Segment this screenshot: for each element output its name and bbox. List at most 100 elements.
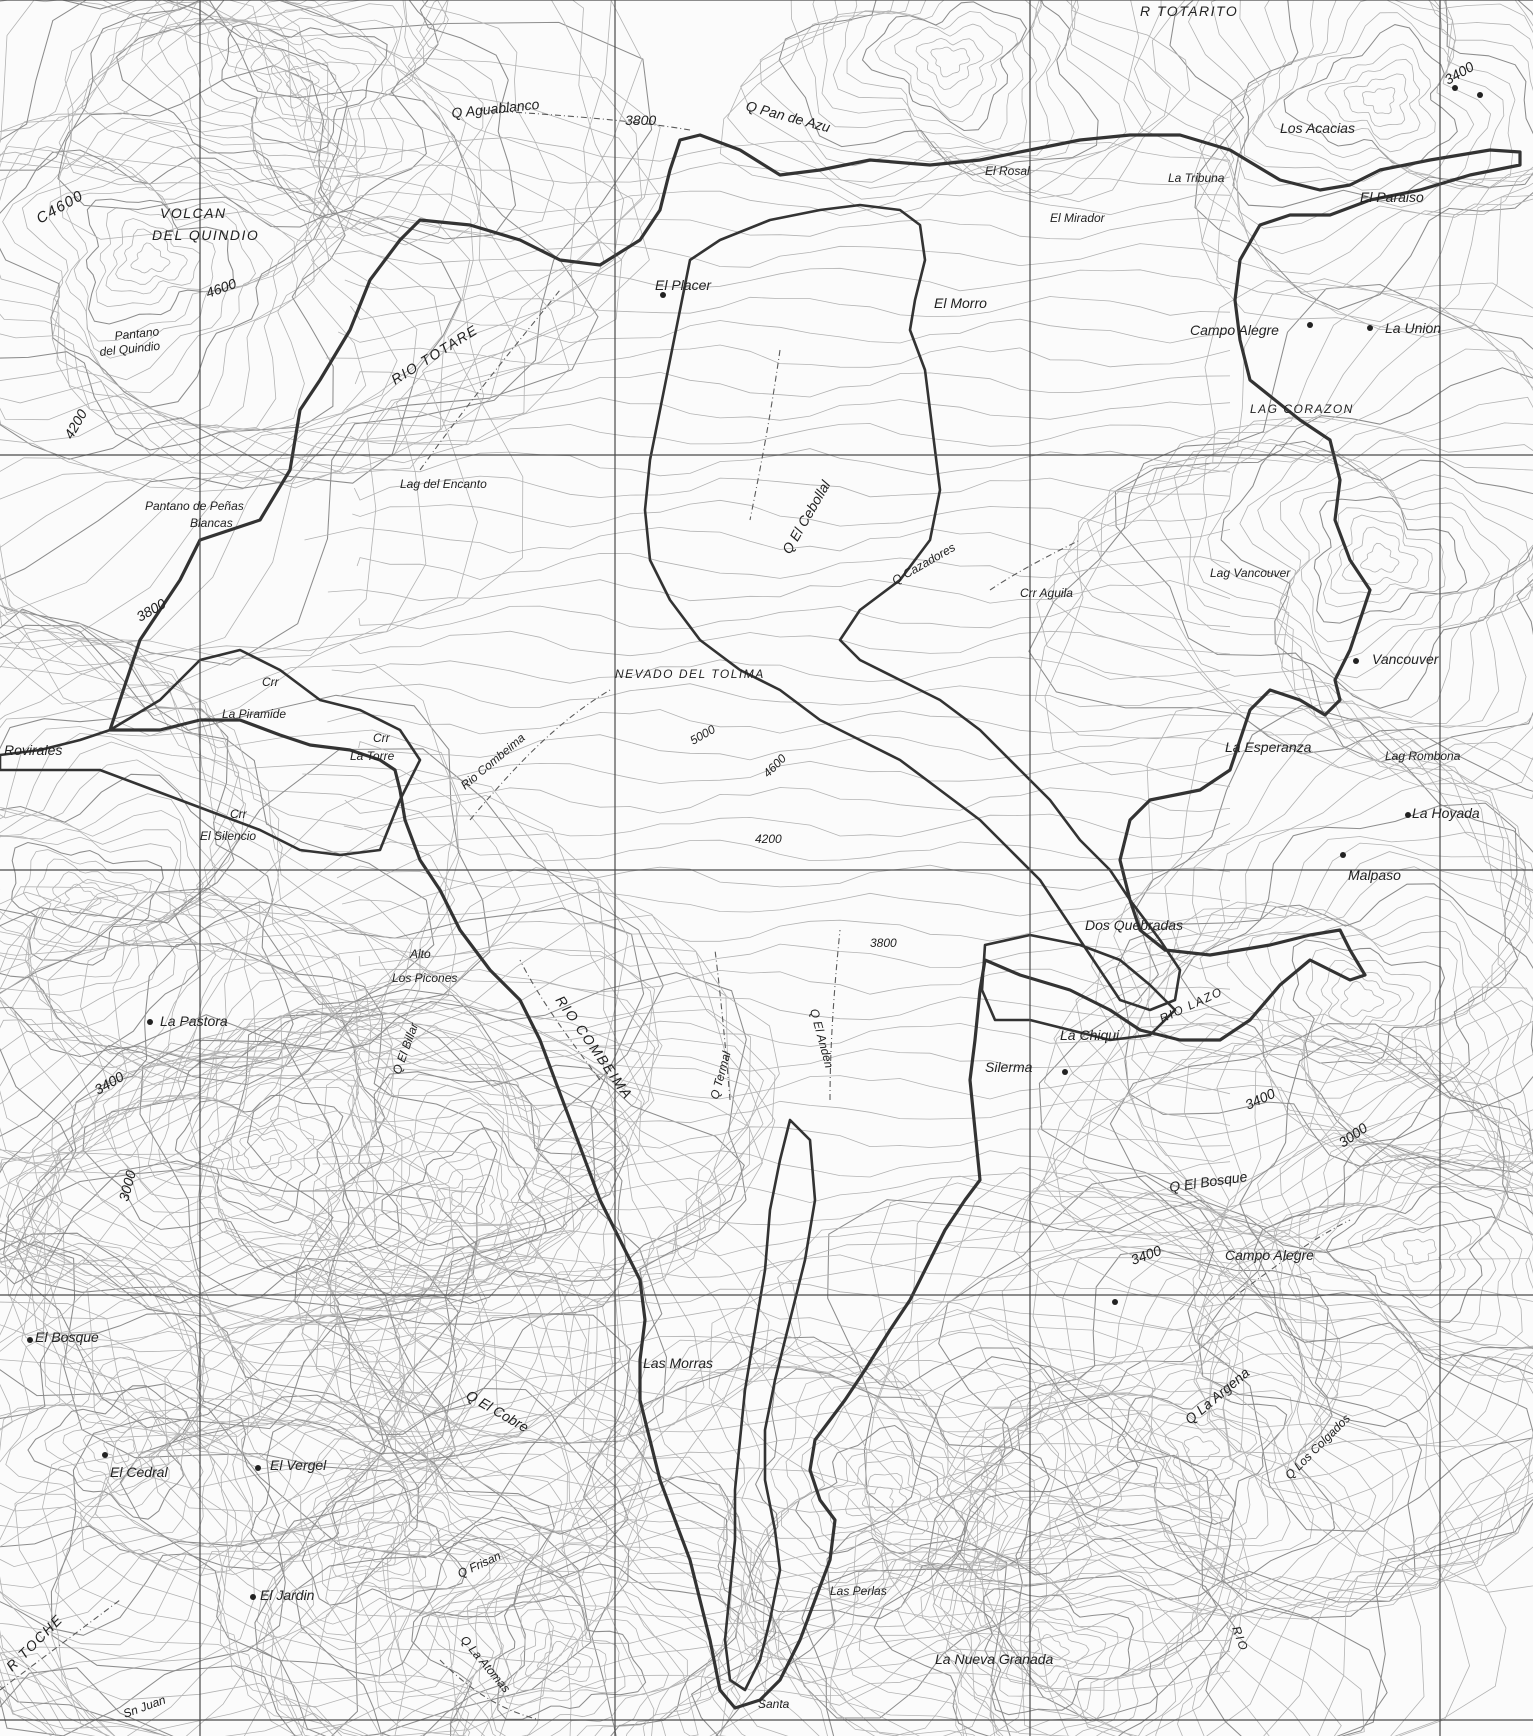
contour-line (751, 1407, 1311, 1736)
contour-line (1133, 0, 1533, 331)
contour-line (1017, 1311, 1336, 1584)
contour-line (960, 1256, 1410, 1609)
contour-line (0, 1014, 592, 1736)
contour-line (1044, 280, 1533, 780)
contour-line (0, 609, 521, 1264)
contour-line (57, 990, 428, 1289)
contour-line (0, 1293, 302, 1568)
contour-line (328, 995, 1231, 1021)
contour-line (0, 833, 645, 1513)
contour-line (652, 1340, 1122, 1706)
contour-line (57, 0, 517, 240)
contour-line (1052, 1007, 1533, 1579)
contour-line (1053, 738, 1533, 1195)
contour-line (781, 1409, 988, 1570)
contour-line (342, 891, 1231, 917)
contour-line (301, 839, 1231, 862)
contour-line (524, 1630, 593, 1683)
contour-line (1017, 1618, 1090, 1677)
contour-line (139, 972, 747, 1462)
contour-line (915, 37, 985, 91)
contour-line (49, 888, 776, 1512)
contour-line (1325, 1185, 1497, 1323)
contour-line (720, 1365, 1365, 1736)
contour-line (778, 1428, 1270, 1736)
contour-line (283, 1458, 491, 1625)
contour-line (830, 1500, 1232, 1736)
contour-line (741, 1365, 1060, 1636)
contour-line (351, 1566, 1231, 1591)
contour-line (0, 0, 599, 581)
contour-line (350, 294, 1231, 320)
contour-line (344, 787, 1231, 814)
label-el-vergel: El Vergel (270, 1457, 327, 1473)
contour-line (381, 1127, 547, 1261)
contour-line (628, 1336, 1140, 1719)
hatched-area-main (108, 133, 1522, 1710)
contour-line (302, 760, 1231, 788)
contour-line (0, 143, 332, 420)
label-los-acacias: Los Acacias (1280, 120, 1355, 136)
contour-line (748, 1368, 1050, 1619)
contour-line (11, 841, 164, 966)
contour-line (358, 1046, 1231, 1073)
contour-line (1199, 896, 1507, 1135)
contour-line (311, 1670, 1231, 1698)
label-pantano-quindio-1: Pantano (114, 324, 160, 343)
contour-line (0, 732, 250, 1072)
contour-line (352, 499, 1231, 528)
rivers (0, 109, 1351, 1721)
hatched-area-summit (643, 203, 1182, 1012)
contour-line (147, 1069, 360, 1242)
label-malpaso: Malpaso (1348, 867, 1401, 883)
contour-line (250, 1418, 555, 1677)
contour-line (828, 1455, 929, 1535)
contour-line (1298, 1162, 1511, 1343)
contour-line (980, 1279, 1377, 1600)
contour-line (894, 23, 1003, 109)
contour-line (1135, 842, 1532, 1173)
label-el-cedral: El Cedral (110, 1464, 168, 1480)
contour-line (801, 1454, 1242, 1736)
contour-line (1183, 1042, 1533, 1484)
contour-line (0, 769, 660, 1551)
contour-line (0, 640, 461, 1189)
label-r-totarito: R TOTARITO (1140, 3, 1238, 19)
contour-line (150, 1401, 608, 1736)
contour-line (574, 1297, 1156, 1736)
contour-line (6, 898, 607, 1401)
contour-line (327, 709, 1231, 735)
contour-line (536, 1640, 582, 1676)
contour-line (0, 0, 643, 660)
contour-line (356, 1644, 1231, 1671)
contour-line (1283, 24, 1458, 168)
contour-line (130, 242, 171, 274)
contour-line (1253, 1109, 1533, 1361)
contour-line (81, 0, 467, 237)
label-el-morro: El Morro (934, 295, 987, 311)
label-la-pastora: La Pastora (160, 1013, 228, 1029)
contour-line (1038, 704, 1533, 1229)
contour-line (314, 1175, 1231, 1204)
label-la-tribuna: La Tribuna (1168, 171, 1225, 185)
contour-line (141, 0, 425, 203)
contour-line (734, 1144, 1533, 1736)
label-la-chiqui: La Chiqui (1060, 1027, 1120, 1043)
contour-line (0, 878, 655, 1458)
contour-line (0, 0, 643, 737)
contour-line (1341, 526, 1419, 586)
contour-line (0, 43, 367, 465)
label-contour-3800-center: 3800 (870, 936, 897, 950)
contour-line (946, 1206, 1515, 1668)
contour-line (1114, 367, 1533, 763)
contour-line (1232, 0, 1533, 208)
contour-line (1109, 1023, 1533, 1532)
contour-line (234, 29, 377, 142)
contour-line (1322, 507, 1446, 608)
contour-line (1116, 1395, 1288, 1525)
contour-line (180, 1410, 591, 1731)
contour-line (897, 1554, 1200, 1736)
